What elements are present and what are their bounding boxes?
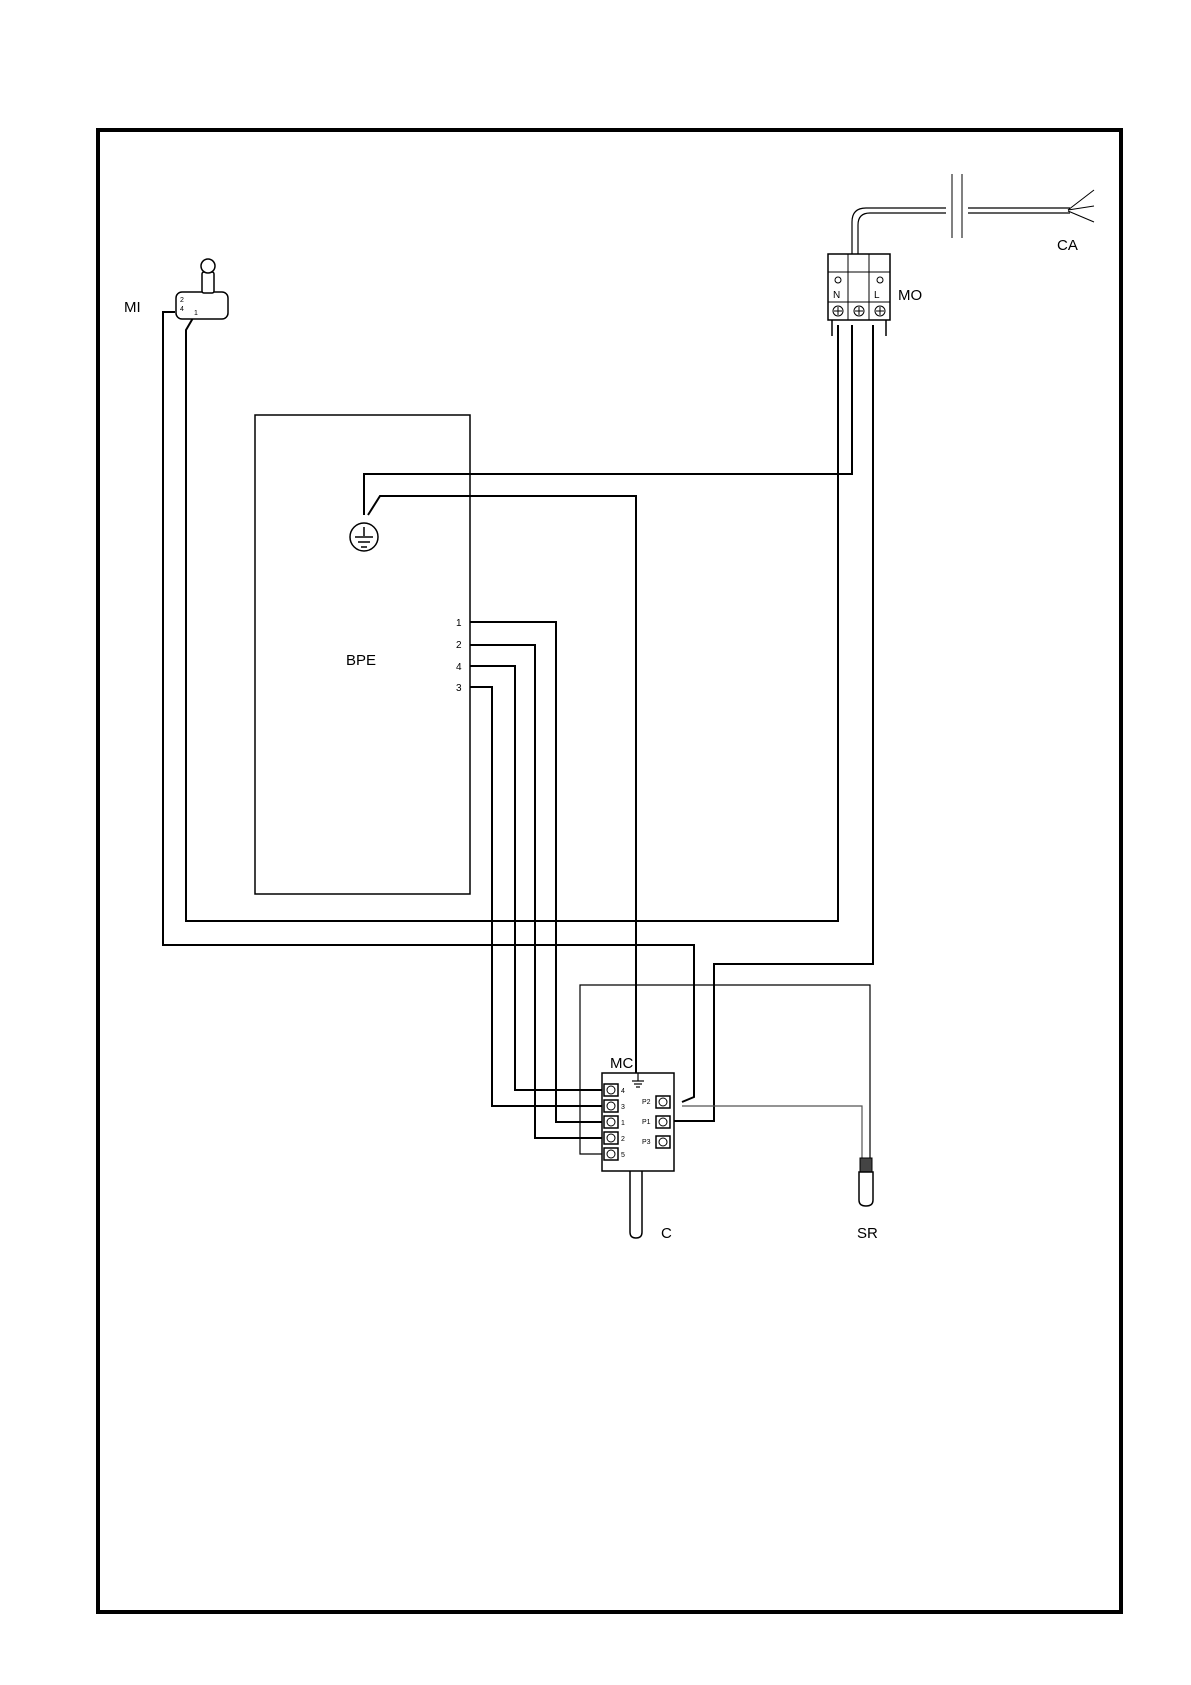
- connector-left-pin: 1: [621, 1120, 625, 1127]
- power-cable-label: CA: [1057, 237, 1078, 254]
- diagram-frame: [98, 130, 1121, 1612]
- microswitch-pin: 1: [194, 310, 198, 317]
- control-board: BPE 1 2 4 3: [255, 415, 470, 894]
- main-terminal: CA N L MO: [828, 170, 1094, 336]
- microswitch-pin: 4: [180, 306, 184, 313]
- connector-left-pin: 2: [621, 1136, 625, 1143]
- microswitch-plunger-head: [201, 259, 215, 273]
- wire-mc-p2-to-sensor: [682, 1106, 862, 1160]
- wire-bpe-2-to-mc-2: [470, 645, 604, 1138]
- wire-mo-l-to-mc-p1: [670, 325, 873, 1121]
- connector-block-label: MC: [610, 1055, 633, 1072]
- wire-mi-4-to-mc-p2: [163, 312, 694, 1102]
- main-terminal-live: L: [874, 290, 880, 301]
- wire-bpe-1-to-mc-1: [470, 622, 604, 1122]
- earth-ground-icon: [350, 523, 378, 551]
- heating-element-label: C: [661, 1225, 672, 1242]
- microswitch: MI 2 4 1: [124, 259, 228, 319]
- sensor: SR: [857, 1158, 878, 1242]
- microswitch-plunger: [202, 272, 214, 293]
- connector-right-pin: P1: [642, 1119, 651, 1126]
- control-board-pin: 4: [456, 662, 462, 673]
- connector-right-pin: P2: [642, 1099, 651, 1106]
- sensor-label: SR: [857, 1225, 878, 1242]
- wire-bpe-3-to-mc-3: [470, 687, 604, 1106]
- microswitch-pin: 2: [180, 297, 184, 304]
- microswitch-label: MI: [124, 299, 141, 316]
- control-board-pin: 3: [456, 683, 462, 694]
- connector-left-pin: 3: [621, 1104, 625, 1111]
- connector-left-pin: 4: [621, 1088, 625, 1095]
- heating-element: C: [630, 1171, 672, 1242]
- control-board-label: BPE: [346, 652, 376, 669]
- wire-mi-1-to-mo-n: [186, 318, 838, 921]
- connector-right-terminals: P2 P1 P3: [642, 1096, 670, 1148]
- wires: [163, 312, 873, 1160]
- connector-left-pin: 5: [621, 1152, 625, 1159]
- control-board-pin: 1: [456, 618, 462, 629]
- wire-ground-to-mc: [368, 496, 636, 1078]
- wire-bpe-4-to-mc-4: [470, 666, 604, 1090]
- connector-block: MC 4 3 1 2 5 P2 P1 P3: [602, 1055, 674, 1171]
- main-terminal-label: MO: [898, 287, 922, 304]
- main-terminal-neutral: N: [833, 290, 840, 301]
- control-board-pin: 2: [456, 640, 462, 651]
- connector-right-pin: P3: [642, 1139, 651, 1146]
- control-board-pins: 1 2 4 3: [456, 618, 462, 694]
- wire-mo-earth-to-ground: [364, 325, 852, 515]
